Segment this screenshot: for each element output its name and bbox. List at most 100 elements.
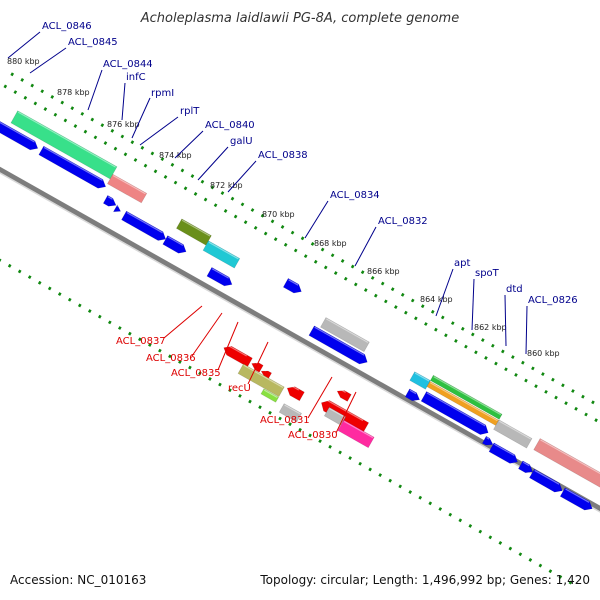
scale-tick-label: 864 kbp: [420, 295, 453, 304]
gene-feature-23: [488, 442, 519, 464]
gene-feature-shine-30: [339, 388, 346, 393]
forward-gene-label: apt: [454, 258, 470, 269]
gene-feature-shine-19: [314, 326, 365, 356]
gene-feature-32: [237, 363, 285, 398]
forward-gene-leader-line: [29, 47, 67, 74]
gene-feature-shine-10: [540, 439, 600, 475]
scale-tick-label: 862 kbp: [474, 323, 507, 332]
forward-gene-leader-line: [139, 116, 179, 146]
gene-feature-12: [38, 145, 107, 189]
gene-feature-11: [0, 121, 39, 151]
gene-feature-36: [323, 406, 347, 426]
scale-tick-label: 872 kbp: [210, 181, 243, 190]
gene-feature-2: [106, 173, 148, 204]
scale-tick-label: 878 kbp: [57, 88, 90, 97]
gene-feature-shine-34: [289, 384, 300, 391]
gene-feature-25: [528, 468, 563, 493]
gene-feature-shine-4: [208, 241, 239, 260]
reverse-gene-label: ACL_0836: [146, 353, 196, 364]
gene-feature-shine-24: [522, 461, 530, 467]
gene-feature-shine-16: [167, 236, 184, 246]
accession-text: Accession: NC_010163: [10, 573, 147, 587]
reverse-gene-label: ACL_0831: [260, 415, 310, 426]
forward-gene-label: galU: [230, 136, 253, 147]
gene-feature-shine-13: [107, 196, 113, 200]
forward-gene-label: infC: [126, 72, 146, 83]
gene-feature-10: [533, 438, 600, 488]
dots-outer-top: [10, 72, 600, 409]
reverse-gene-label: ACL_0830: [288, 430, 338, 441]
forward-gene-leader-line: [435, 268, 454, 317]
gene-feature-shine-11: [0, 121, 35, 143]
forward-gene-label: rpmI: [151, 88, 174, 99]
scale-tick-label: 880 kbp: [7, 57, 40, 66]
gene-feature-13: [102, 194, 117, 207]
reverse-gene-leader-line: [191, 312, 223, 357]
gene-feature-shine-17: [211, 268, 229, 279]
gene-feature-shine-5: [325, 318, 369, 343]
scale-tick-label: 860 kbp: [527, 349, 560, 358]
gene-feature-shine-15: [126, 211, 163, 234]
gene-feature-shine-8: [429, 382, 498, 422]
gene-feature-21: [420, 391, 489, 435]
gene-feature-shine-29: [262, 368, 267, 372]
reverse-gene-leader-line: [307, 376, 333, 419]
reverse-gene-label: ACL_0837: [116, 336, 166, 347]
forward-gene-label: ACL_0832: [378, 216, 428, 227]
gene-feature-shine-20: [409, 389, 417, 395]
gene-feature-4: [202, 240, 241, 269]
gene-feature-shine-23: [494, 443, 515, 457]
gene-feature-27: [223, 345, 253, 368]
gene-feature-shine-6: [414, 372, 430, 382]
gene-feature-shine-37: [343, 420, 374, 439]
gene-feature-30: [336, 390, 352, 402]
gene-feature-20: [404, 388, 421, 402]
forward-gene-label: ACL_0826: [528, 295, 578, 306]
gene-feature-shine-25: [534, 469, 560, 485]
gene-feature-22: [481, 435, 494, 446]
gene-feature-shine-18: [288, 279, 299, 286]
forward-gene-label: rplT: [180, 106, 200, 117]
map-title: Acholeplasma laidlawii PG-8A, complete g…: [140, 11, 459, 26]
gene-feature-shine-22: [486, 437, 490, 440]
reverse-gene-label: ACL_0835: [171, 368, 221, 379]
gene-feature-33: [260, 388, 280, 403]
scale-tick-label: 866 kbp: [367, 267, 400, 276]
reverse-gene-label: recU: [228, 383, 251, 394]
reverse-gene-leader-line: [247, 341, 269, 385]
topology-summary: Topology: circular; Length: 1,496,992 bp…: [260, 573, 590, 587]
gene-feature-16: [162, 235, 187, 254]
gene-feature-24: [517, 460, 534, 474]
gene-feature-shine-27: [226, 344, 247, 357]
forward-gene-label: ACL_0845: [68, 37, 118, 48]
gene-feature-shine-26: [565, 488, 590, 503]
gene-feature-15: [121, 210, 167, 241]
reverse-gene-leader-line: [217, 321, 239, 371]
gene-feature-shine-1: [17, 111, 116, 168]
gene-feature-19: [308, 325, 368, 365]
gene-feature-shine-35: [284, 404, 301, 415]
gene-feature-shine-9: [499, 420, 531, 440]
forward-gene-leader-line: [87, 69, 103, 111]
gene-feature-1: [10, 110, 118, 180]
forward-gene-label: spoT: [475, 268, 500, 279]
gene-feature-shine-28: [253, 360, 258, 364]
forward-gene-leader-line: [504, 294, 507, 347]
forward-gene-label: ACL_0838: [258, 150, 308, 161]
reverse-gene-leader-line: [335, 391, 357, 434]
forward-gene-leader-line: [354, 226, 377, 267]
scale-tick-label: 868 kbp: [314, 239, 347, 248]
gene-feature-shine-7: [433, 376, 502, 416]
gene-feature-shine-32: [243, 364, 284, 388]
forward-gene-leader-line: [174, 130, 204, 159]
forward-gene-leader-line: [7, 31, 41, 59]
gene-feature-7: [429, 374, 503, 420]
gene-feature-shine-31: [324, 398, 364, 422]
gene-labels: ACL_0846ACL_0845ACL_0844infCrpmIrplTACL_…: [7, 21, 578, 441]
dots-inner-top: [3, 84, 600, 425]
gene-feature-34: [286, 386, 305, 402]
gene-feature-14: [112, 204, 122, 213]
forward-gene-label: dtd: [506, 284, 523, 295]
